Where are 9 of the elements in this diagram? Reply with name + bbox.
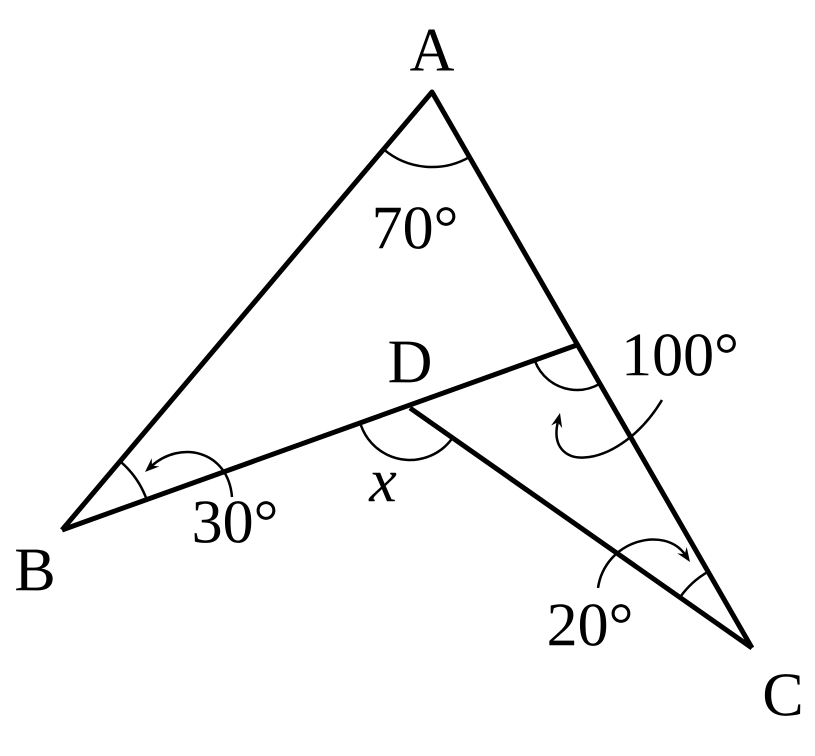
- point-label: B: [16, 550, 53, 590]
- point-label: A: [410, 30, 454, 70]
- angle-label: 70°: [376, 207, 456, 249]
- angle-label: x: [368, 472, 396, 502]
- angle-label: 20°: [549, 604, 630, 646]
- point-label: D: [389, 342, 430, 382]
- angle-label: 30°: [194, 501, 276, 543]
- point-label: C: [764, 674, 800, 716]
- angle-label: 100°: [626, 334, 736, 376]
